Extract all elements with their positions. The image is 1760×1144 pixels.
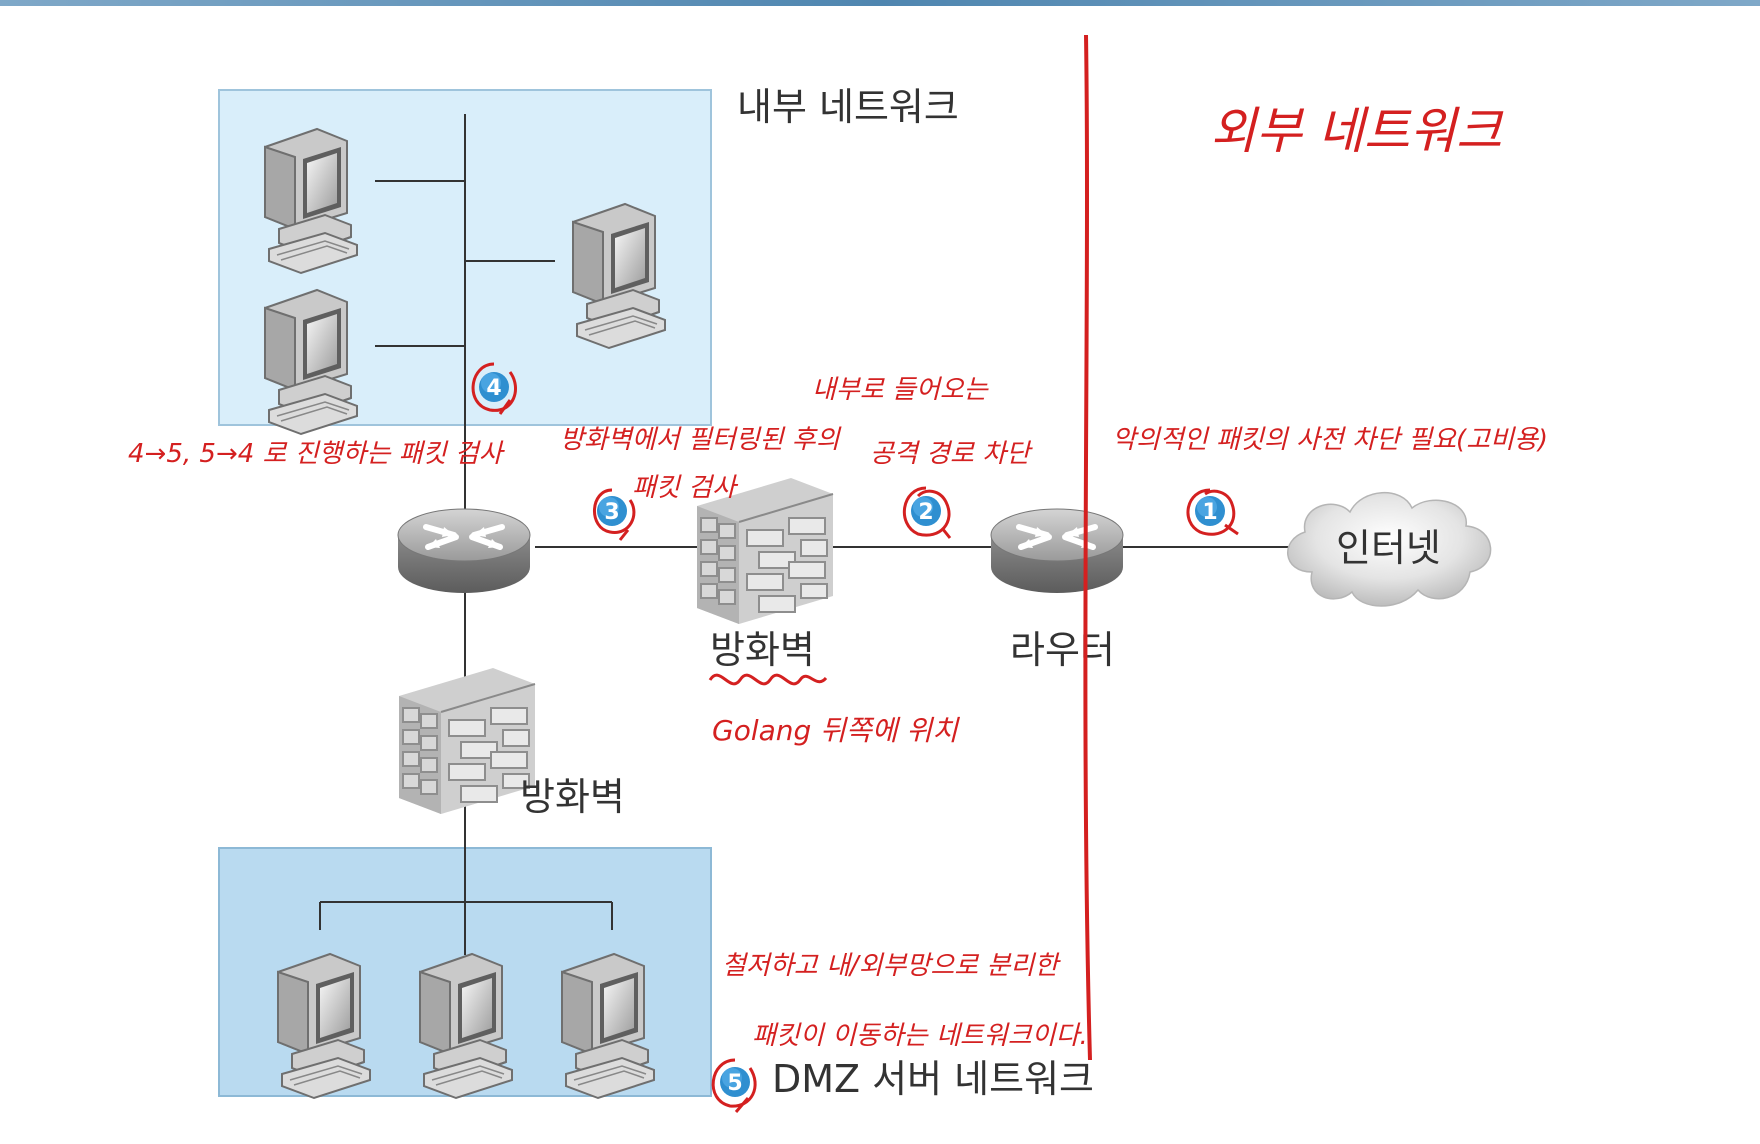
computer-icon: [572, 203, 666, 349]
computer-icon: [264, 289, 358, 435]
router-icon: [398, 509, 530, 593]
computer-icon: [419, 953, 513, 1099]
internet-label: 인터넷: [1336, 526, 1441, 570]
computer-icon: [264, 128, 358, 274]
cloud-icon: [1287, 492, 1492, 607]
svg-text:5: 5: [727, 1071, 742, 1096]
handwritten-marks: [471, 34, 1239, 1113]
marker-3: 3: [597, 496, 627, 526]
computer-icon: [561, 953, 655, 1099]
note-2-line-1: 내부로 들어오는: [812, 375, 989, 405]
note-4: 4→5, 5→4 로 진행하는 패킷 검사: [128, 439, 506, 469]
note-1: 악의적인 패킷의 사전 차단 필요(고비용): [1112, 425, 1548, 455]
firewall-icon: [398, 667, 536, 815]
dmz-network-label: DMZ 서버 네트워크: [772, 1057, 1094, 1101]
network-links: [319, 114, 1290, 955]
note-3-line-1: 방화벽에서 필터링된 후의: [560, 425, 842, 455]
marker-4: 4: [479, 372, 509, 402]
firewall-dmz-label: 방화벽: [520, 775, 625, 819]
marker-1-circle: [1186, 488, 1236, 536]
router-label: 라우터: [1010, 628, 1115, 672]
svg-text:3: 3: [604, 500, 619, 525]
dmz-note-line-2: 패킷이 이동하는 네트워크이다.: [752, 1021, 1088, 1051]
firewall-position-note: Golang 뒤쪽에 위치: [712, 714, 960, 747]
svg-text:2: 2: [918, 500, 933, 525]
computer-icon: [277, 953, 371, 1099]
boundary-line: [1083, 34, 1092, 1061]
marker-2: 2: [911, 496, 941, 526]
marker-1: 1: [1195, 496, 1225, 526]
router-icon: [991, 509, 1123, 593]
top-bar: [0, 0, 1760, 6]
outside-network-note: 외부 네트워크: [1210, 102, 1504, 160]
marker-5: 5: [720, 1067, 750, 1097]
note-3-line-2: 패킷 검사: [632, 473, 739, 503]
svg-text:1: 1: [1202, 500, 1217, 525]
firewall-label: 방화벽: [710, 628, 815, 672]
dmz-note-line-1: 철저하고 내/외부망으로 분리한: [722, 951, 1061, 981]
note-2-line-2: 공격 경로 차단: [870, 439, 1033, 469]
svg-text:4: 4: [486, 376, 501, 401]
internal-network-label: 내부 네트워크: [737, 85, 959, 129]
